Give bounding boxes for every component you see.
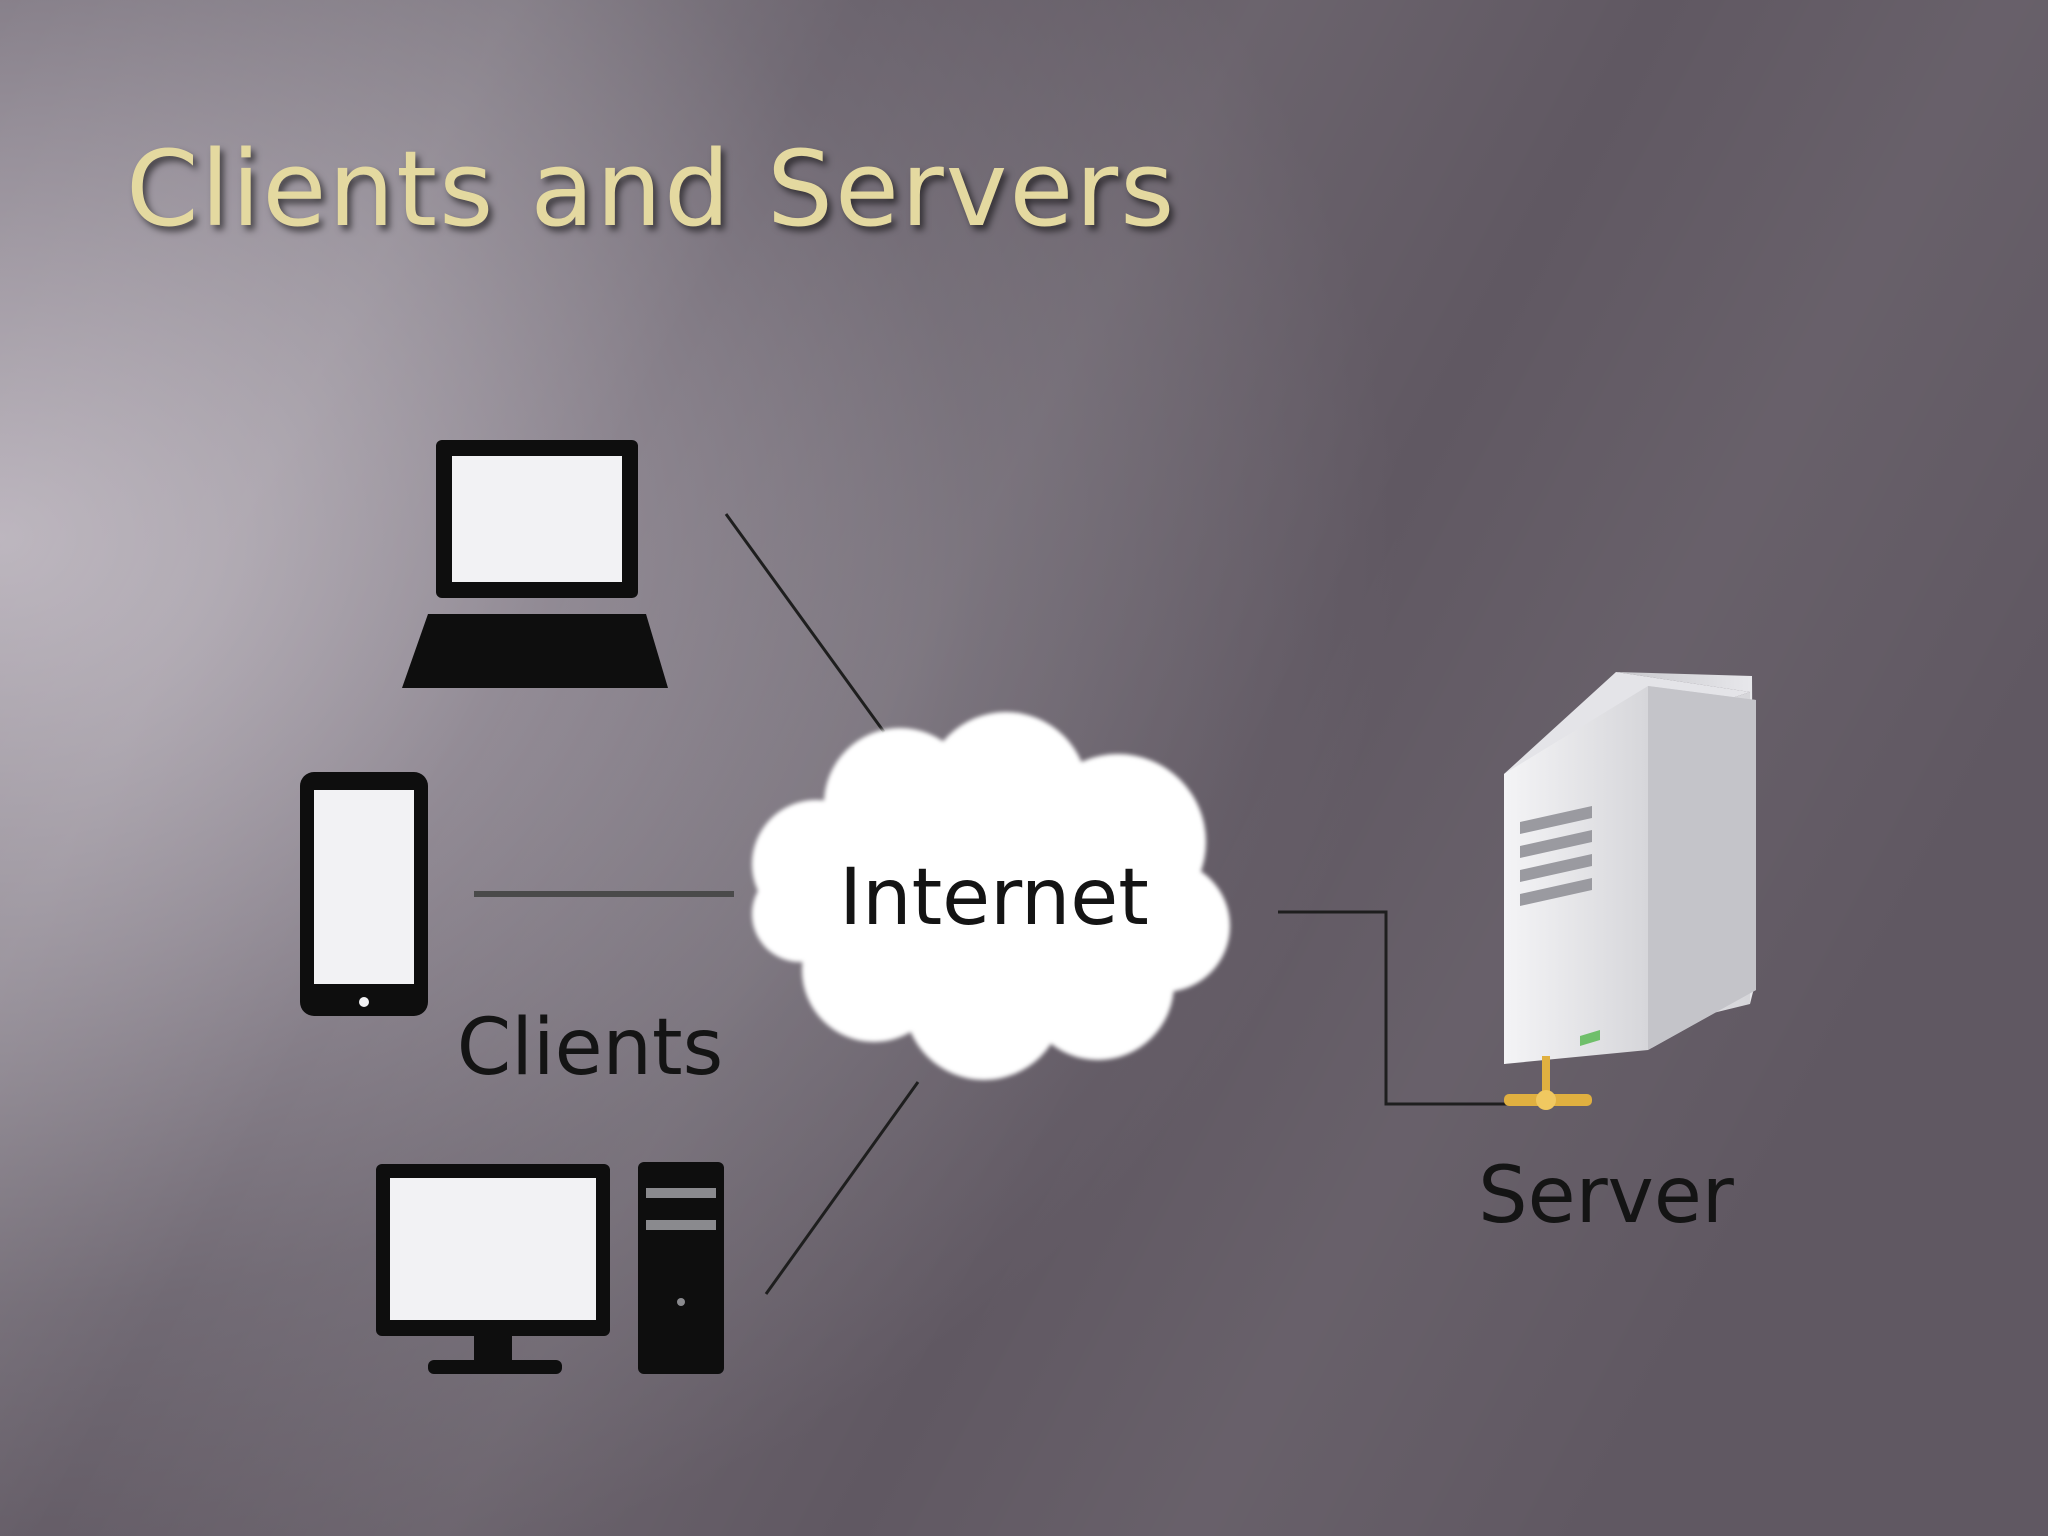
- slide-title: Clients and Servers: [126, 128, 1177, 250]
- server-connection-line: [1278, 910, 1520, 1106]
- server-tower-icon: [1504, 672, 1756, 1064]
- laptop-connection-line: [724, 513, 886, 733]
- server-vent-slots: [1520, 806, 1592, 906]
- internet-cloud-icon: [752, 712, 1230, 1080]
- server-label: Server: [1478, 1151, 1735, 1241]
- laptop-icon: [402, 440, 668, 688]
- desktop-connection-line: [764, 1081, 920, 1295]
- clients-label: Clients: [457, 1003, 723, 1093]
- network-connector-icon: [1504, 1056, 1592, 1110]
- connection-lines: [474, 513, 1520, 1295]
- phone-icon: [300, 772, 428, 1016]
- desktop-computer-icon: [376, 1162, 724, 1374]
- internet-label: Internet: [839, 853, 1149, 943]
